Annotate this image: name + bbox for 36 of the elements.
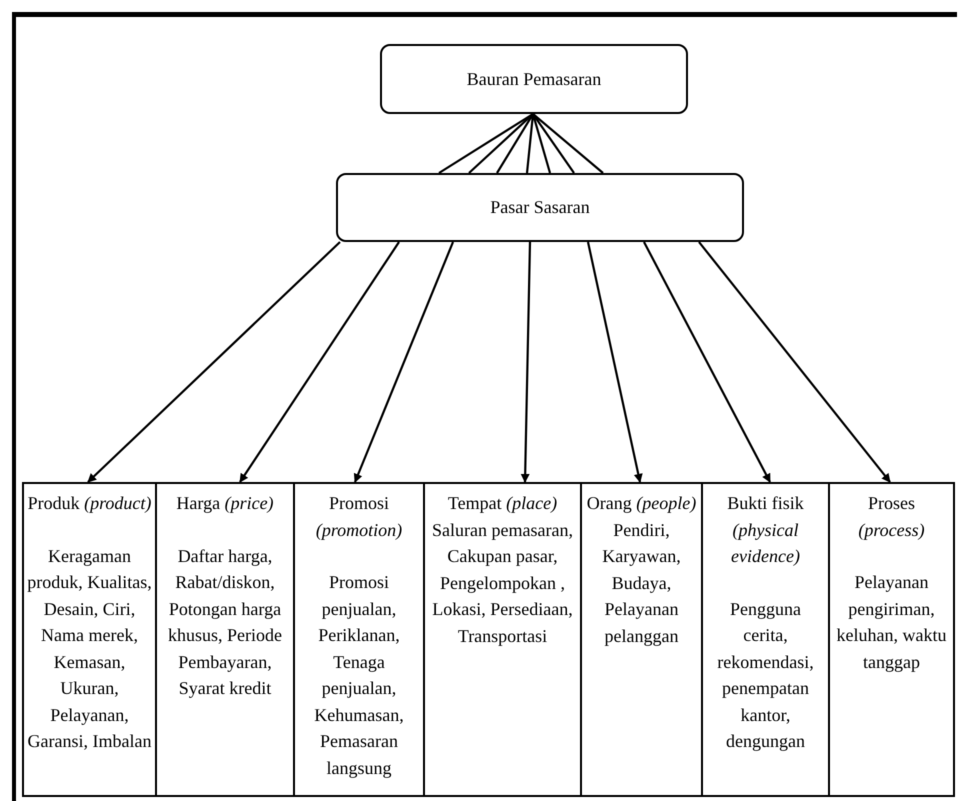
arrow [643, 241, 771, 483]
arrow [87, 241, 341, 483]
column-items: Daftar harga, Rabat/diskon, Potongan harga khusus, Periode Pembayaran, Syarat kredit [167, 544, 283, 700]
column-box [155, 482, 295, 797]
column-items: Promosi penjualan, Periklanan, Tenaga penjualan, Kehumasan, Pemasaran langsung [313, 571, 405, 780]
arrow [586, 242, 643, 483]
column-items: Saluran pemasaran, Cakupan pasar, Pengelompokan , Lokasi, Persediaan, Transportasi [431, 518, 574, 648]
column-box [22, 482, 157, 797]
column-items: Pengguna cerita, rekomendasi, penempatan kantor, dengungan [716, 598, 815, 753]
column-box [423, 482, 582, 797]
box-label: Bauran Pemasaran [466, 68, 602, 90]
arrow [698, 241, 891, 483]
column-items: Keragaman produk, Kualitas, Desain, Ciri, Nama merek, Kemasan, Ukuran, Pelayanan, Garansi, Imbalan [27, 544, 152, 753]
connector-line [532, 114, 552, 174]
column-heading: Orang (people) [586, 492, 698, 515]
column-heading: Proses (process) [857, 492, 926, 542]
box-label: Pasar Sasaran [490, 197, 590, 218]
column-heading: Promosi (promotion) [314, 492, 404, 542]
arrow [520, 242, 532, 483]
connector-line [438, 113, 534, 174]
rounded-box [380, 44, 688, 114]
column-items: Pelayanan pengiriman, keluhan, waktu tanggap [836, 571, 948, 674]
rounded-box [336, 173, 744, 242]
column-heading: Tempat (place) [446, 492, 558, 515]
column-heading: Harga (price) [175, 492, 275, 515]
column-box [580, 482, 703, 797]
column-box [828, 482, 955, 797]
column-box [293, 482, 425, 797]
column-heading: Bukti fisik (physical evidence) [726, 492, 805, 568]
arrow [239, 241, 400, 483]
arrow [354, 242, 454, 483]
column-heading: Produk (product) [27, 492, 152, 515]
column-box [701, 482, 830, 797]
connector-line [526, 114, 534, 174]
connector-line [532, 113, 604, 174]
column-items: Pendiri, Karyawan, Budaya, Pelayanan pelanggan [601, 518, 682, 648]
